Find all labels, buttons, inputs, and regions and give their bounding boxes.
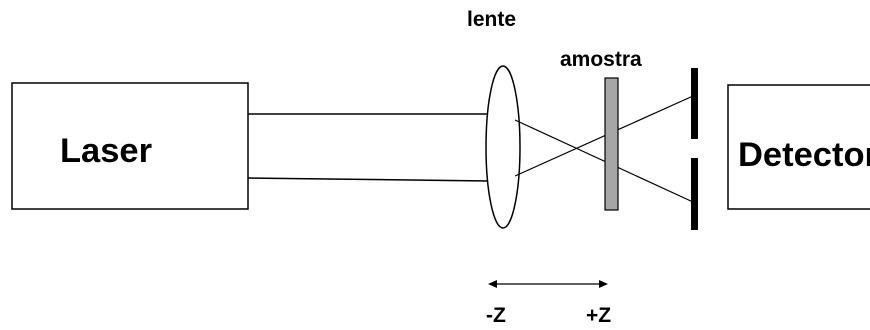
laser-label: Laser: [60, 132, 152, 170]
minus-z-label: -Z: [486, 304, 506, 327]
lens-shape: [485, 65, 521, 229]
sample-label: amostra: [560, 48, 642, 71]
aperture-upper-plate: [691, 68, 698, 139]
sample-slab: [604, 77, 619, 211]
beam-lower-line: [247, 177, 491, 182]
laser-box: [11, 82, 249, 210]
aperture-lower-plate: [691, 158, 698, 230]
detector-label: Detector: [738, 136, 870, 174]
beam-focus-line-2: [514, 95, 694, 177]
beam-focus-line-1: [514, 119, 694, 203]
detector-box: [727, 84, 870, 210]
lens-label: lente: [467, 8, 516, 31]
z-axis-arrow-left-head: [488, 280, 497, 288]
plus-z-label: +Z: [586, 304, 611, 327]
z-axis-arrow-right-head: [599, 280, 608, 288]
